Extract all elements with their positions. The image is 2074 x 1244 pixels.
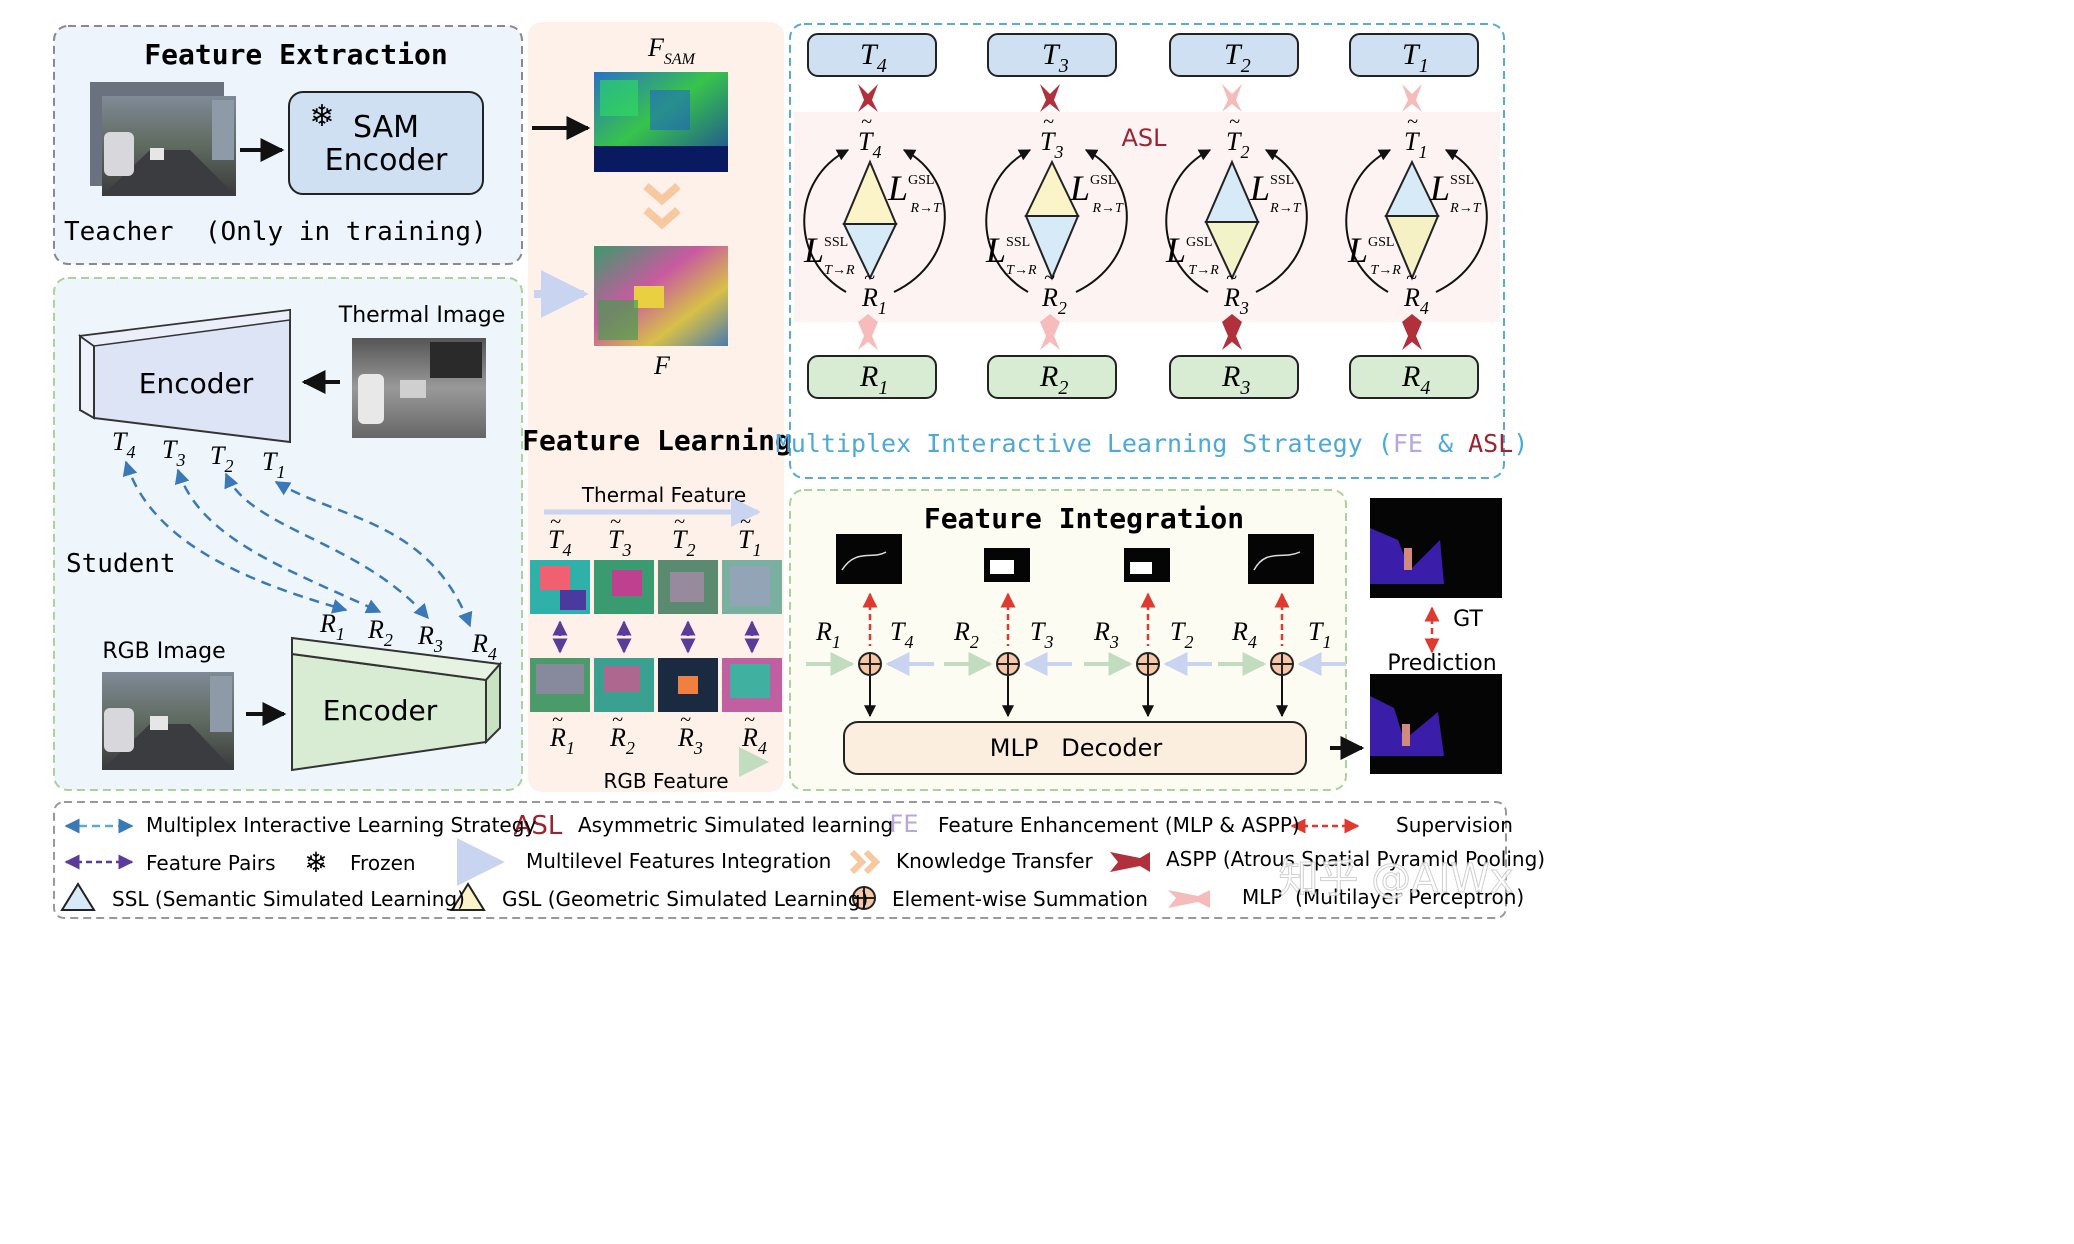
svg-text:GSL (Geometric Simulated Learn: GSL (Geometric Simulated Learning) <box>502 887 868 911</box>
feature-learning-title: Feature Learning <box>522 424 792 457</box>
rgb-encoder-label: Encoder <box>323 694 438 727</box>
svg-text:Feature Pairs: Feature Pairs <box>146 851 276 875</box>
snowflake-icon: ❄ <box>309 99 334 134</box>
svg-text:~: ~ <box>744 709 755 731</box>
svg-text:Supervision: Supervision <box>1396 813 1513 837</box>
svg-text:~: ~ <box>610 511 621 533</box>
svg-text:Multiplex Interactive Learning: Multiplex Interactive Learning Strategy <box>146 813 536 837</box>
thermal-image <box>352 338 486 438</box>
feature-pair-arrows <box>552 620 760 654</box>
svg-text:SSL (Semantic Simulated Learni: SSL (Semantic Simulated Learning) <box>112 887 465 911</box>
rgb-image-teacher <box>90 82 236 196</box>
svg-text:~: ~ <box>1226 267 1237 289</box>
student-r-labels: R1 R2 R3 R4 <box>319 609 497 664</box>
strategy-top-boxes <box>807 33 1479 77</box>
svg-text:R3: R3 <box>417 621 443 656</box>
to-decoder-arrows <box>864 676 1288 718</box>
svg-text:R2: R2 <box>367 615 393 650</box>
legend-icons: ASL FE ❄ <box>60 810 1360 911</box>
svg-text:~: ~ <box>740 511 751 533</box>
svg-text:Frozen: Frozen <box>350 851 416 875</box>
rgb-feature-maps <box>530 658 782 712</box>
svg-text:~: ~ <box>1229 111 1240 133</box>
svg-text:FE: FE <box>890 810 919 838</box>
svg-text:ASPP (Atrous Spatial Pyramid P: ASPP (Atrous Spatial Pyramid Pooling) <box>1166 847 1545 871</box>
svg-text:R1: R1 <box>319 609 345 644</box>
svg-text:~: ~ <box>550 511 561 533</box>
strategy-caption: Multiplex Interactive Learning Strategy … <box>776 429 1529 458</box>
svg-text:~: ~ <box>861 111 872 133</box>
thermal-encoder <box>77 308 291 444</box>
asl-label: ASL <box>1121 124 1167 152</box>
rgb-image-label: RGB Image <box>102 639 225 664</box>
svg-text:R4: R4 <box>471 629 497 664</box>
mlp-decoder-box <box>843 721 1307 775</box>
svg-text:ASL: ASL <box>514 811 563 841</box>
thermal-encoder-label: Encoder <box>139 367 254 400</box>
asl-band <box>794 112 1500 322</box>
legend-text: Multiplex Interactive Learning Strategy … <box>112 813 1545 911</box>
svg-text:MLP (Multilayer Perceptron): MLP (Multilayer Perceptron) <box>1242 885 1524 909</box>
svg-text:~: ~ <box>1043 111 1054 133</box>
aspp-mlp-arrows-top <box>858 84 1422 112</box>
gt-map <box>1370 498 1502 598</box>
mlp-decoder-label: MLP Decoder <box>990 734 1163 762</box>
svg-text:❄: ❄ <box>304 846 327 879</box>
thermal-image-label: Thermal Image <box>338 303 506 328</box>
svg-text:Element-wise Summation: Element-wise Summation <box>892 887 1148 911</box>
feature-learning-panel <box>528 22 784 792</box>
fsam-map <box>594 72 728 172</box>
svg-text:~: ~ <box>864 267 875 289</box>
teacher-caption: Teacher (Only in training) <box>64 217 487 247</box>
f-label: F <box>653 351 671 380</box>
student-label: Student <box>66 549 176 579</box>
summation-plus-marks <box>859 653 1293 675</box>
aspp-mlp-arrows-bottom <box>858 314 1422 350</box>
sam-encoder-box <box>288 91 484 195</box>
integration-pred-maps <box>836 534 1314 584</box>
knowledge-transfer-chevrons <box>643 182 681 230</box>
svg-text:T1: T1 <box>1402 38 1429 77</box>
svg-text:T4: T4 <box>112 427 135 462</box>
svg-text:~: ~ <box>674 511 685 533</box>
sam-encoder-line2: Encoder <box>325 143 448 178</box>
thermal-feature-label: Thermal Feature <box>581 483 746 507</box>
legend-panel <box>53 801 1507 919</box>
rgb-encoder <box>291 636 502 772</box>
svg-text:R3: R3 <box>1221 360 1250 399</box>
svg-text:~: ~ <box>1044 267 1055 289</box>
svg-text:~: ~ <box>1406 267 1417 289</box>
integration-title: Feature Integration <box>924 502 1244 535</box>
integration-panel <box>789 489 1347 791</box>
f-map <box>594 246 728 346</box>
watermark: 知乎 @AIWx <box>1278 856 1513 902</box>
svg-text:T3: T3 <box>162 435 185 470</box>
svg-text:Multilevel Features Integratio: Multilevel Features Integration <box>526 849 831 873</box>
thermal-feature-maps <box>530 560 782 614</box>
svg-text:~: ~ <box>680 709 691 731</box>
sam-encoder-line1: SAM <box>353 110 419 145</box>
svg-text:~: ~ <box>552 709 563 731</box>
rgb-image-student <box>102 672 234 770</box>
svg-text:~: ~ <box>612 709 623 731</box>
supervision-arrows <box>862 592 1440 654</box>
strategy-bottom-boxes <box>807 355 1479 399</box>
rgb-feature-label: RGB Feature <box>603 769 728 793</box>
teacher-title: Feature Extraction <box>144 38 447 71</box>
gt-label: GT <box>1453 607 1483 632</box>
svg-text:Asymmetric Simulated learning: Asymmetric Simulated learning <box>578 813 893 837</box>
prediction-map <box>1370 674 1502 774</box>
fsam-label: FSAM <box>647 33 697 68</box>
svg-text:~: ~ <box>1407 111 1418 133</box>
student-dashed-links <box>122 460 473 628</box>
svg-text:Knowledge Transfer: Knowledge Transfer <box>896 849 1093 873</box>
prediction-label: Prediction <box>1387 651 1496 676</box>
svg-text:Feature Enhancement (MLP & ASP: Feature Enhancement (MLP & ASPP) <box>938 813 1300 837</box>
